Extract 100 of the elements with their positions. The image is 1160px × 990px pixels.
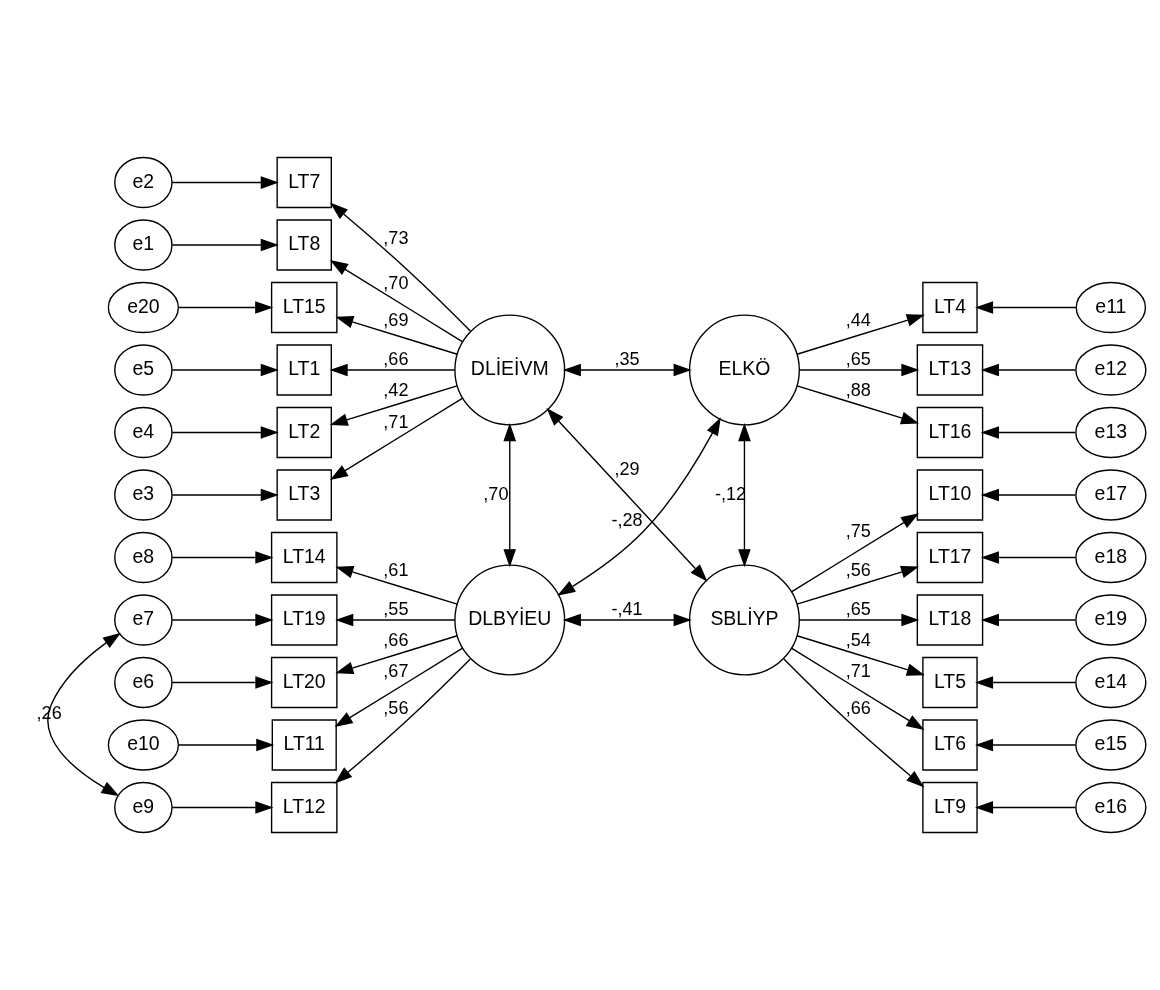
node-ellipse: e16 bbox=[1075, 781, 1147, 834]
arrow bbox=[335, 565, 458, 605]
node-box: LT15 bbox=[270, 281, 338, 334]
arrow bbox=[171, 238, 279, 252]
node-ellipse: e15 bbox=[1075, 719, 1147, 771]
node-box: LT17 bbox=[916, 531, 984, 584]
node-box: LT4 bbox=[922, 281, 978, 334]
edge-label: ,56 bbox=[845, 560, 871, 581]
arrow bbox=[791, 513, 920, 593]
arrow bbox=[975, 301, 1077, 314]
edge-label: ,70 bbox=[483, 483, 509, 504]
node-ellipse: e7 bbox=[114, 594, 173, 646]
node-ellipse: e19 bbox=[1075, 594, 1147, 646]
edge-label: ,73 bbox=[383, 228, 409, 249]
edge-label: ,70 bbox=[383, 272, 409, 293]
node-ellipse: e5 bbox=[114, 344, 173, 396]
node-ellipse: e9 bbox=[114, 781, 173, 834]
edge-label: ,65 bbox=[845, 598, 871, 619]
edge-label: ,67 bbox=[383, 661, 409, 682]
arrow bbox=[335, 613, 456, 627]
arrow bbox=[980, 613, 1076, 627]
node-box: LT3 bbox=[276, 469, 332, 521]
edge-label: ,65 bbox=[845, 349, 871, 370]
node-box: LT20 bbox=[270, 656, 338, 709]
arrow bbox=[796, 385, 920, 425]
arrow bbox=[980, 488, 1076, 502]
arrow bbox=[335, 315, 458, 355]
arrow bbox=[796, 565, 920, 605]
edge-label: ,44 bbox=[845, 310, 871, 331]
edge-label: ,71 bbox=[383, 411, 409, 432]
node-circle: ELKÖ bbox=[688, 314, 800, 426]
node-box: LT12 bbox=[270, 781, 338, 834]
arrow bbox=[335, 635, 458, 675]
edge-label: ,69 bbox=[383, 310, 409, 331]
arrow bbox=[980, 551, 1076, 564]
edge-label: ,54 bbox=[845, 629, 871, 650]
node-ellipse: e14 bbox=[1075, 656, 1147, 709]
node-ellipse: e11 bbox=[1075, 281, 1147, 334]
edge-label: ,75 bbox=[845, 521, 871, 542]
arrow bbox=[980, 426, 1076, 439]
edge-label: ,66 bbox=[383, 629, 409, 650]
arrow bbox=[546, 408, 708, 582]
arrow bbox=[171, 363, 279, 377]
arrow bbox=[329, 260, 464, 343]
edge-label: ,55 bbox=[383, 598, 409, 619]
node-box: LT2 bbox=[276, 406, 332, 459]
node-ellipse: e13 bbox=[1075, 406, 1147, 459]
edge-label: -,41 bbox=[611, 598, 643, 619]
arrow bbox=[791, 647, 925, 731]
node-ellipse: e18 bbox=[1075, 531, 1147, 584]
node-ellipse: e6 bbox=[114, 656, 173, 709]
arrow bbox=[171, 176, 279, 189]
arrow bbox=[171, 801, 274, 814]
arrow bbox=[171, 551, 274, 564]
node-ellipse: e12 bbox=[1075, 344, 1147, 396]
edge-label: ,88 bbox=[845, 379, 871, 400]
node-box: LT18 bbox=[916, 594, 984, 646]
node-box: LT16 bbox=[916, 406, 984, 459]
node-box: LT13 bbox=[916, 344, 984, 396]
node-ellipse: e3 bbox=[114, 469, 173, 521]
arrow bbox=[171, 426, 279, 439]
arrow bbox=[557, 417, 721, 596]
edge-label: ,42 bbox=[383, 379, 409, 400]
arrow bbox=[783, 658, 925, 788]
arrow bbox=[980, 363, 1076, 377]
arrow bbox=[171, 613, 274, 627]
node-box: LT7 bbox=[276, 156, 332, 209]
arrow bbox=[171, 676, 274, 689]
edge-label: ,71 bbox=[845, 661, 871, 682]
node-box: LT6 bbox=[922, 719, 978, 771]
arrow bbox=[171, 488, 279, 502]
arrow bbox=[975, 676, 1077, 689]
arrow bbox=[796, 314, 925, 355]
arrow bbox=[178, 301, 274, 314]
node-circle: DLBYİEU bbox=[454, 564, 566, 676]
node-box: LT19 bbox=[270, 594, 338, 646]
node-box: LT10 bbox=[916, 469, 984, 521]
edge-label: ,29 bbox=[614, 458, 640, 479]
node-box: LT8 bbox=[276, 219, 332, 271]
node-box: LT1 bbox=[276, 344, 332, 396]
arrow bbox=[562, 613, 692, 627]
node-ellipse: e8 bbox=[114, 531, 173, 584]
edge-label: ,66 bbox=[383, 349, 409, 370]
node-ellipse: e4 bbox=[114, 406, 173, 459]
arrow bbox=[738, 423, 751, 568]
arrow bbox=[562, 363, 692, 377]
node-ellipse: e1 bbox=[114, 219, 173, 271]
edge-label: -,28 bbox=[611, 510, 643, 531]
edge-label: ,35 bbox=[614, 349, 640, 370]
node-box: LT9 bbox=[922, 781, 978, 834]
arrow bbox=[330, 202, 472, 332]
arrow bbox=[329, 385, 458, 426]
arrow bbox=[47, 632, 121, 797]
arrow bbox=[796, 635, 925, 676]
arrow bbox=[178, 738, 275, 752]
edge-label: ,61 bbox=[383, 560, 409, 581]
edge-label: ,56 bbox=[383, 697, 409, 718]
node-ellipse: e17 bbox=[1075, 469, 1147, 521]
node-box: LT14 bbox=[270, 531, 338, 584]
edge-label: ,66 bbox=[845, 697, 871, 718]
